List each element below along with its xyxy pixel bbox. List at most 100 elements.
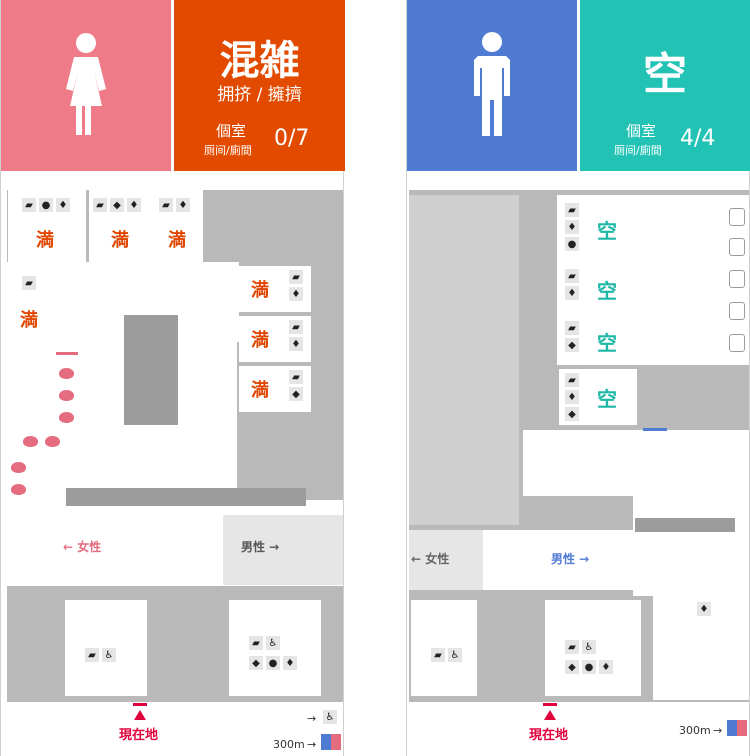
corridor-lower [483,530,633,590]
urinal-icon [729,238,745,256]
full-label: 満 [36,230,54,251]
female-direction: ← 女性 [411,552,450,566]
ostomy-icon: ♦ [283,656,297,670]
male-icon-tile [407,0,577,171]
entrance-marker [56,352,78,355]
current-location-label: 現在地 [119,728,159,743]
male-direction: 男性 → [551,552,590,566]
booth-sub-label: 厕间/廁間 [204,144,252,157]
full-label: 満 [251,380,269,401]
baby-icon: ● [39,198,53,212]
baby-changing-icon: ◆ [565,660,579,674]
vacant-status: 空 [643,49,687,100]
baby-changing-icon: ◆ [289,387,303,401]
ostomy-icon: ♦ [289,287,303,301]
cubicle-5: 満 ▰ ♦ [239,266,311,312]
toilet-paper-icon: ▰ [289,270,303,284]
wheelchair-icon: ♿ [582,640,596,654]
urinal-icon [729,334,745,352]
sink-icon [45,436,60,447]
urinal-icon [729,302,745,320]
toilet-paper-icon: ▰ [289,370,303,384]
ostomy-icon: ♦ [565,220,579,234]
cubicle-3: ▰ ◆ 空 [559,317,637,365]
booth-availability: 個室 厕间/廁間 0/7 [174,120,345,162]
corridor [7,340,237,500]
sink-icon [23,436,38,447]
vacant-label: 空 [597,279,617,303]
accessible-room-2: ▰ ♿ ◆ ● ♦ [545,600,641,696]
toilet-paper-icon: ▰ [565,640,579,654]
toilet-paper-icon: ▰ [565,321,579,335]
restroom-sign-icon [727,720,747,736]
wheelchair-icon: ♿ [102,648,116,662]
direction-arrow-icon: → [713,724,723,737]
baby-icon: ● [565,237,579,251]
full-label: 満 [111,230,129,251]
ostomy-icon: ♦ [176,198,190,212]
cubicle-2: ▰ ♦ 空 [559,265,637,313]
accessible-toilet-icon: ♿ [323,710,337,724]
female-person-icon [66,32,106,135]
toilet-paper-icon: ▰ [289,320,303,334]
female-side-area [409,530,483,590]
current-location-bar [133,703,147,706]
toilet-paper-icon: ▰ [565,203,579,217]
cubicle-1: ▰ ♦ ● 空 [559,197,637,261]
toilet-paper-icon: ▰ [565,373,579,387]
distance-label: 300m [679,724,711,737]
full-label: 満 [168,230,186,251]
baby-changing-icon: ◆ [110,198,124,212]
ostomy-icon: ♦ [599,660,613,674]
current-location-bar [543,703,557,706]
crowded-status-sub: 拥挤 / 擁擠 [217,85,302,105]
female-restroom-panel: 混雑 拥挤 / 擁擠 個室 厕间/廁間 0/7 ▰ ● ♦ 満 ▰ ◆ ♦ 満 … [0,0,345,756]
sink-icon [59,368,74,379]
male-restroom-panel: 空 個室 厕间/廁間 4/4 ▰ ♦ ● 空 ▰ ♦ 空 ▰ ◆ 空 [406,0,750,756]
baby-changing-icon: ◆ [249,656,263,670]
sink-icon [11,462,26,473]
vacant-label: 空 [597,331,617,355]
left-wall-area [409,195,519,525]
ostomy-icon: ♦ [565,390,579,404]
sink-icon [59,412,74,423]
female-status-tile: 混雑 拥挤 / 擁擠 個室 厕间/廁間 0/7 [174,0,345,171]
female-direction: ← 女性 [63,540,102,554]
corridor [523,430,749,496]
accessible-room-2: ▰ ♿ ◆ ● ♦ [229,600,321,696]
toilet-paper-icon: ▰ [431,648,445,662]
male-status-tile: 空 個室 厕间/廁間 4/4 [580,0,750,171]
ostomy-icon: ♦ [127,198,141,212]
toilet-paper-icon: ▰ [22,198,36,212]
toilet-paper-icon: ▰ [565,269,579,283]
urinal-icon [729,270,745,288]
ostomy-icon: ♦ [56,198,70,212]
restroom-sign-icon [321,734,341,750]
current-location-marker [134,710,146,720]
full-label: 満 [20,310,38,331]
cubicle-1: ▰ ● ♦ 満 [8,190,86,262]
male-side-area [223,515,343,585]
current-location-marker [544,710,556,720]
booth-sub-label: 厕间/廁間 [614,144,662,157]
ostomy-icon: ♦ [565,286,579,300]
direction-arrow-icon: → [307,738,317,751]
crowded-status: 混雑 [219,38,300,84]
baby-icon: ● [266,656,280,670]
booth-count: 4/4 [680,126,716,151]
wheelchair-icon: ♿ [448,648,462,662]
counter [635,518,735,532]
urinal-icon [729,208,745,226]
cubicle-3: ▰ ♦ 満 [153,190,203,262]
toilet-paper-icon: ▰ [85,648,99,662]
male-direction: 男性 → [241,540,280,554]
accessible-room-1: ▰ ♿ [411,600,477,696]
full-label: 満 [251,330,269,351]
direction-arrow-icon: → [307,712,317,725]
sink-icon [59,390,74,401]
booth-label: 個室 [626,122,657,140]
accessible-room-1: ▰ ♿ [65,600,147,696]
toilet-paper-icon: ▰ [159,198,173,212]
counter [66,488,306,506]
entrance-marker [643,428,667,431]
